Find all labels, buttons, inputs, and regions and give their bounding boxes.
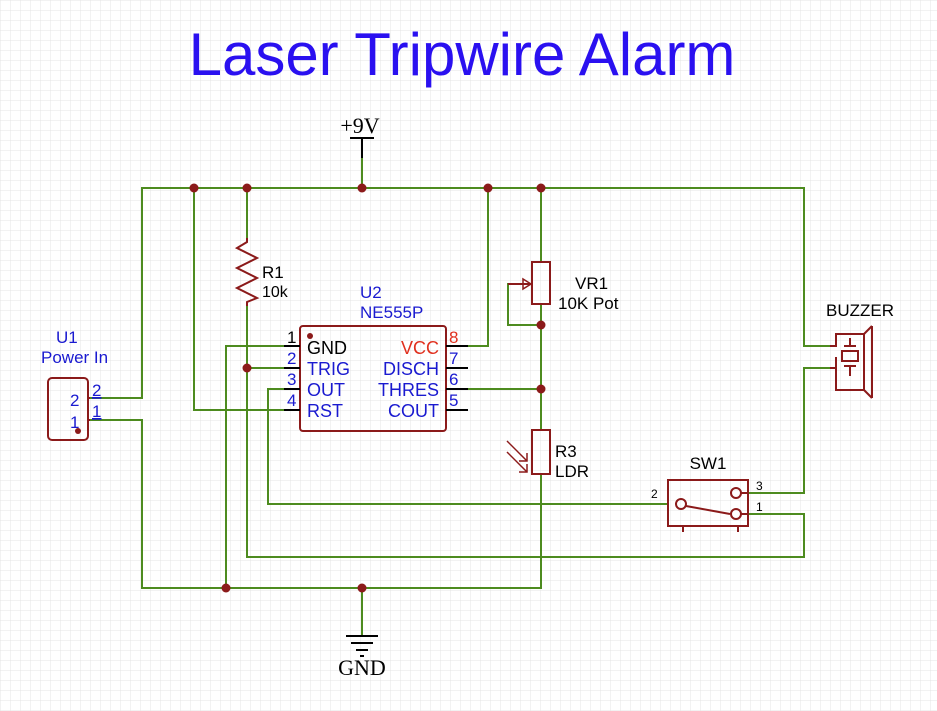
junction-dot bbox=[221, 583, 231, 593]
u2-pin3-name: OUT bbox=[307, 380, 345, 400]
u2-pin7-name: DISCH bbox=[383, 359, 439, 379]
gnd-symbol[interactable] bbox=[346, 635, 378, 657]
wire-r3-bottom[interactable] bbox=[90, 419, 542, 589]
r3-value: LDR bbox=[555, 462, 589, 481]
junction-dot bbox=[242, 363, 252, 373]
u1-pin1-outer: 1 bbox=[92, 402, 101, 421]
r3-designator: R3 bbox=[555, 442, 577, 461]
u1-value: Power In bbox=[41, 348, 108, 367]
pin1-marker-dot bbox=[307, 333, 313, 339]
u1-connector[interactable] bbox=[47, 377, 90, 441]
wires bbox=[90, 158, 830, 636]
gnd-label: GND bbox=[338, 655, 386, 680]
u2-pin6-num: 6 bbox=[449, 370, 458, 389]
u2-pin1-num: 1 bbox=[287, 328, 296, 347]
u2-pin8-name: VCC bbox=[401, 338, 439, 358]
junction-dot bbox=[536, 384, 546, 394]
vr1-potentiometer[interactable] bbox=[508, 261, 551, 305]
junction-dot bbox=[189, 183, 199, 193]
u2-pin5-num: 5 bbox=[449, 391, 458, 410]
u2-pin4-num: 4 bbox=[287, 391, 296, 410]
wire-rst[interactable] bbox=[193, 188, 300, 411]
wire-sw-buzzer[interactable] bbox=[748, 367, 830, 494]
u2-pin2-name: TRIG bbox=[307, 359, 350, 379]
u2-pin5-name: COUT bbox=[388, 401, 439, 421]
vcc-symbol[interactable]: +9V bbox=[340, 113, 380, 158]
light-arrows-icon bbox=[506, 440, 528, 473]
sw1-designator: SW1 bbox=[690, 454, 727, 473]
junction-dot bbox=[242, 183, 252, 193]
vr1-designator: VR1 bbox=[575, 274, 608, 293]
junction-dot bbox=[536, 183, 546, 193]
vcc-label: +9V bbox=[340, 113, 379, 138]
r1-designator: R1 bbox=[262, 263, 284, 282]
junction-dot bbox=[357, 183, 367, 193]
junctions bbox=[189, 183, 546, 593]
vr1-value: 10K Pot bbox=[558, 294, 619, 313]
diagram-title: Laser Tripwire Alarm bbox=[189, 21, 736, 88]
u2-designator: U2 bbox=[360, 283, 382, 302]
u1-pin2-inner: 2 bbox=[70, 391, 79, 410]
pin1-marker-dot bbox=[75, 428, 81, 434]
junction-dot bbox=[483, 183, 493, 193]
sw1-pin3: 3 bbox=[756, 479, 763, 493]
wire-vcc-rail[interactable] bbox=[90, 187, 830, 399]
u2-ic[interactable] bbox=[284, 325, 468, 432]
u2-pin7-num: 7 bbox=[449, 349, 458, 368]
u2-pin2-num: 2 bbox=[287, 349, 296, 368]
r1-resistor[interactable] bbox=[234, 238, 260, 306]
junction-dot bbox=[536, 320, 546, 330]
junction-dot bbox=[357, 583, 367, 593]
sw1-pin1: 1 bbox=[756, 500, 763, 514]
u1-designator: U1 bbox=[56, 328, 78, 347]
u2-pin8-num: 8 bbox=[449, 328, 458, 347]
u1-pin2-outer: 2 bbox=[92, 381, 101, 400]
u2-value: NE555P bbox=[360, 303, 423, 322]
buzzer-designator: BUZZER bbox=[826, 301, 894, 320]
sw1-pin2: 2 bbox=[651, 487, 658, 501]
wire-r1-bottom[interactable] bbox=[246, 306, 805, 558]
u2-pin4-name: RST bbox=[307, 401, 343, 421]
r1-value: 10k bbox=[262, 284, 289, 301]
u2-pin3-num: 3 bbox=[287, 370, 296, 389]
u2-pin1-name: GND bbox=[307, 338, 347, 358]
sw1-switch[interactable] bbox=[667, 479, 749, 532]
wiper-arrow-icon bbox=[522, 277, 533, 291]
u1-pin1-inner: 1 bbox=[70, 413, 79, 432]
wire-gnd-pin1[interactable] bbox=[225, 345, 300, 588]
u2-pin6-name: THRES bbox=[378, 380, 439, 400]
buzzer[interactable] bbox=[830, 325, 873, 399]
r3-ldr[interactable] bbox=[506, 429, 551, 475]
